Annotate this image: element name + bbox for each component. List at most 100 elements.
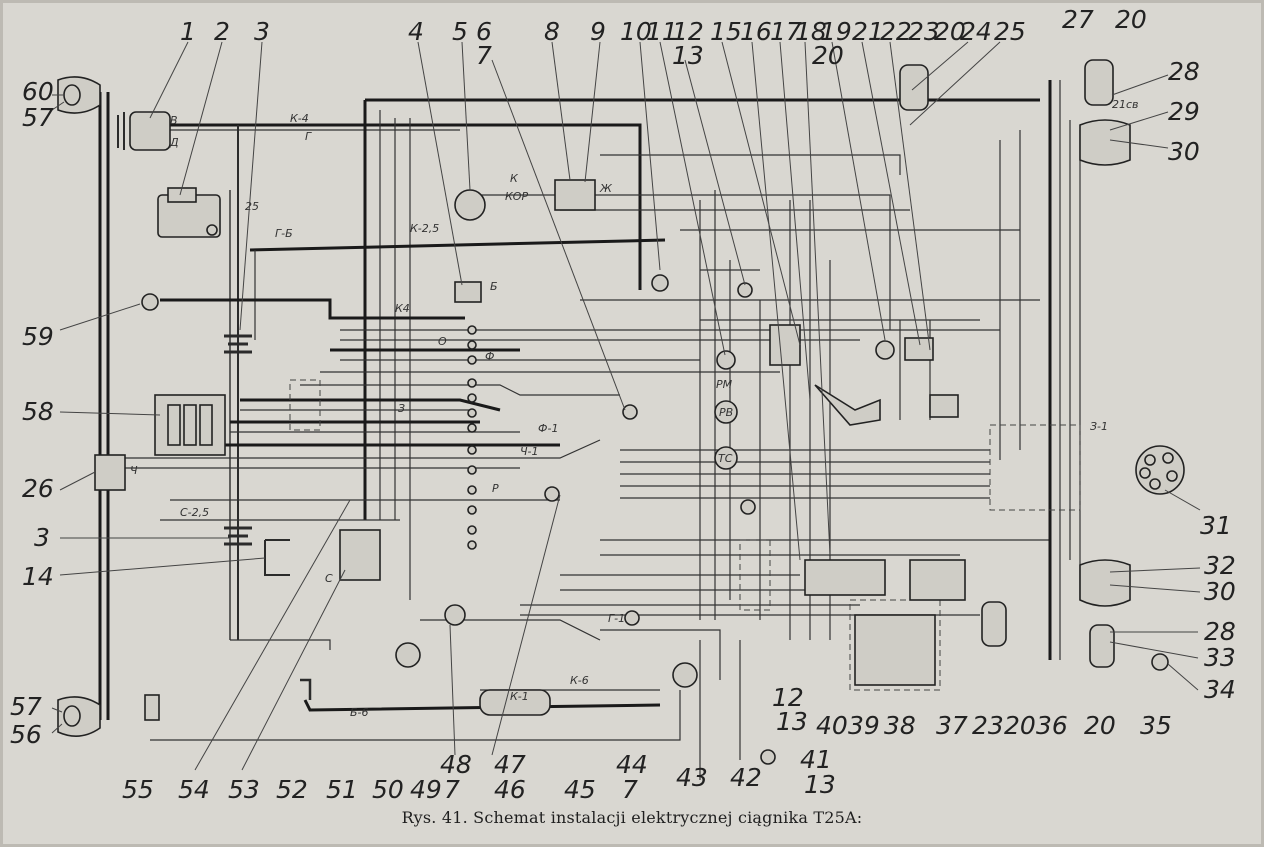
wire-mark: З-1 <box>1090 420 1108 433</box>
wire-mark: К-1 <box>510 690 529 703</box>
callout-label: 19 <box>820 17 852 46</box>
callout-label: 26 <box>22 474 54 503</box>
callout-label: 53 <box>228 775 260 804</box>
callout-label: 5 <box>452 17 468 46</box>
light-switch-8-icon <box>554 179 596 211</box>
callout-label: 16 <box>740 17 772 46</box>
callout-label: 1 <box>180 17 196 46</box>
wire-mark: Б <box>490 280 498 293</box>
wire-mark: Д <box>169 136 179 149</box>
callout-label: 10 <box>620 17 652 46</box>
ground-switch-14-icon <box>264 539 290 576</box>
callout-label: 7 <box>622 775 638 804</box>
switch-box-37-icon <box>909 559 966 601</box>
gauge-ts-icon <box>714 446 738 470</box>
callout-label: 14 <box>22 562 54 591</box>
wire-mark: Г-Б <box>275 227 293 240</box>
callout-leaders <box>51 41 1201 771</box>
callout-label: 27 <box>1062 5 1094 34</box>
callout-label: 28 <box>1204 617 1236 646</box>
figure-caption: Rys. 41. Schemat instalacji elektrycznej… <box>401 808 863 827</box>
wire-mark: Ч <box>130 464 138 477</box>
callout-label: 58 <box>22 397 54 426</box>
callout-label: 45 <box>564 775 596 804</box>
connector-26-icon <box>94 454 126 491</box>
callout-label: 43 <box>676 763 708 792</box>
callout-label: 7 <box>444 775 460 804</box>
callout-label: 30 <box>1168 137 1200 166</box>
callout-label: 6 <box>476 17 492 46</box>
callout-label: 8 <box>544 17 560 46</box>
callout-label: 12 <box>672 17 704 46</box>
callout-label: 56 <box>10 720 42 749</box>
wire-mark: Р <box>492 482 499 495</box>
callout-label: 24 <box>960 17 992 46</box>
callout-label: 21 <box>852 17 884 46</box>
callout-label: 12 <box>772 683 804 712</box>
socket-59-icon <box>141 293 159 311</box>
wire-mark: К-6 <box>570 674 589 687</box>
callout-label: 2 <box>214 17 230 46</box>
wire-mark: О <box>438 335 447 348</box>
callout-label: 23 <box>908 17 940 46</box>
ammeter-5-icon <box>454 189 486 221</box>
wire-mark: С <box>325 572 333 585</box>
wire-mark: К4 <box>395 302 410 315</box>
callout-label: 51 <box>326 775 358 804</box>
fuse-4-icon <box>454 281 482 303</box>
callout-label: 41 <box>800 745 832 774</box>
callout-label: 4 <box>408 17 424 46</box>
callout-label: 20 <box>1084 711 1116 740</box>
callout-label: 11 <box>646 17 678 46</box>
gauge-oil-pressure-icon <box>716 350 736 370</box>
callout-numbers-left: 60 57 59 58 26 3 14 57 56 <box>10 77 54 749</box>
callout-label: 3 <box>34 523 50 552</box>
lamp-icon <box>737 282 753 298</box>
wire-mark: Б-6 <box>350 706 369 719</box>
battery-icon <box>224 334 252 546</box>
sensor-icon <box>929 394 959 418</box>
callout-label: 15 <box>710 17 742 46</box>
callout-label: 13 <box>672 41 704 70</box>
callout-label: 47 <box>494 750 526 779</box>
callout-label: 18 <box>795 17 827 46</box>
lamp-icon <box>622 404 638 420</box>
rear-lamp-23-icon <box>899 64 929 111</box>
wire-mark: РМ <box>716 378 733 391</box>
wire-mark: К-2,5 <box>410 222 439 235</box>
callout-label: 33 <box>1204 643 1236 672</box>
ignition-switch-icon <box>814 384 881 426</box>
wire-mark: К-4 <box>290 112 309 125</box>
callout-label: 50 <box>372 775 404 804</box>
wire-mark: Ф-1 <box>538 422 558 435</box>
callout-label: 20 <box>1004 711 1036 740</box>
trailer-socket-31-icon <box>1135 445 1185 495</box>
callout-label: 38 <box>884 711 916 740</box>
work-lamp-29-icon <box>1079 119 1131 166</box>
wire-mark: Г <box>305 130 312 143</box>
callout-label: 48 <box>440 750 472 779</box>
lamp-icon <box>544 486 560 502</box>
generator-icon <box>117 111 171 151</box>
relay-icon <box>769 324 801 366</box>
wire-mark: В <box>170 114 178 127</box>
fuse-49-icon <box>444 604 466 626</box>
switch-45-icon <box>479 689 551 716</box>
callout-label: 25 <box>994 17 1026 46</box>
lamp-50-icon <box>395 642 421 668</box>
wire-mark: С-2,5 <box>180 506 209 519</box>
terminal-board <box>467 325 477 550</box>
work-lamp-32-icon <box>1079 559 1131 607</box>
fuse-box-38-icon <box>854 614 936 686</box>
horn-43-icon <box>672 662 698 688</box>
callout-label: 40 <box>816 711 848 740</box>
callout-label: 20 <box>812 41 844 70</box>
wire-mark: 25 <box>245 200 259 213</box>
callout-label: 13 <box>776 707 808 736</box>
callout-label: 55 <box>122 775 154 804</box>
callout-label: 20 <box>1115 5 1147 34</box>
lamp-icon <box>624 610 640 626</box>
wire-mark: КОР <box>505 190 528 203</box>
